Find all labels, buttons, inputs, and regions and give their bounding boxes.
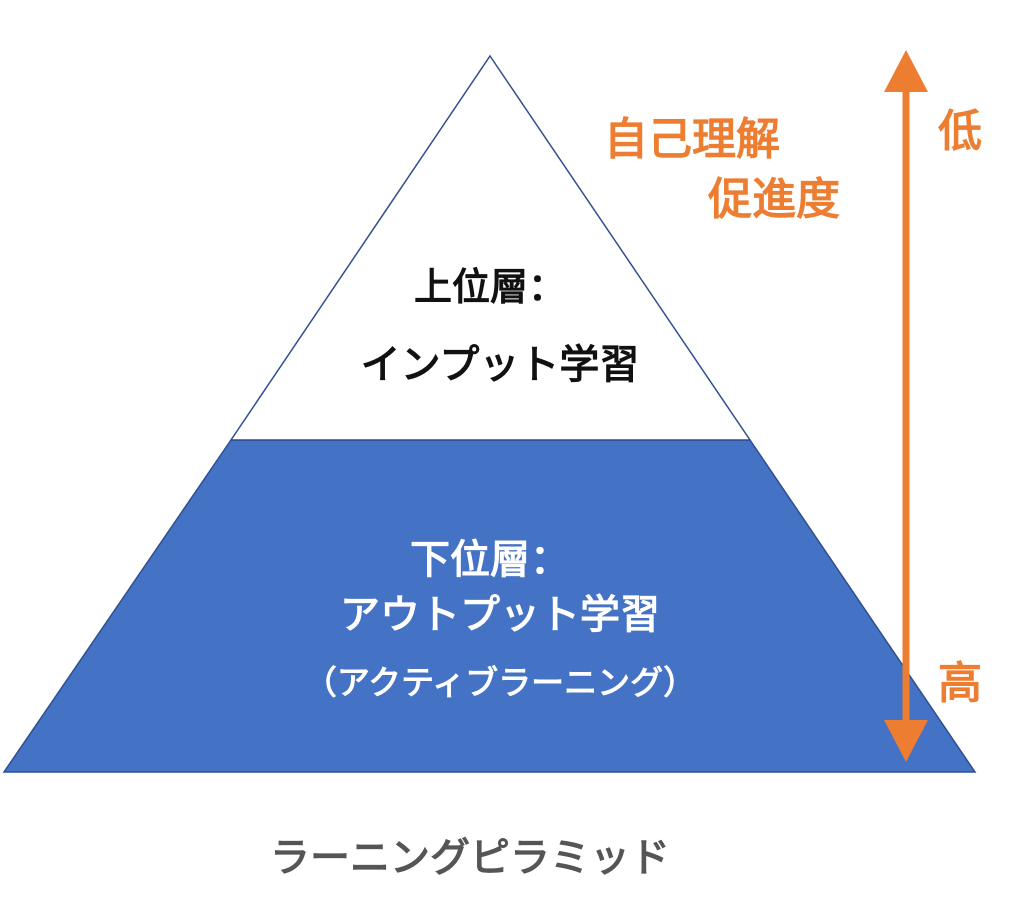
pyramid-upper-layer: [229, 54, 752, 441]
lower-layer-subtitle: アウトプット学習: [340, 592, 660, 638]
upper-layer-title: 上位層：: [413, 265, 566, 309]
arrow-head-up-icon: [884, 50, 928, 92]
axis-label-line2: 促進度: [708, 174, 840, 225]
axis-bottom-label: 高: [938, 658, 982, 709]
double-arrow: [884, 50, 928, 762]
upper-layer-subtitle: インプット学習: [360, 342, 640, 388]
diagram-caption: ラーニングピラミッド: [270, 835, 670, 881]
lower-layer-title: 下位層：: [410, 537, 570, 583]
axis-label-line1: 自己理解: [604, 114, 780, 165]
lower-layer-note: （アクティブラーニング）: [303, 663, 697, 702]
axis-top-label: 低: [938, 106, 982, 157]
arrow-head-down-icon: [884, 720, 928, 762]
